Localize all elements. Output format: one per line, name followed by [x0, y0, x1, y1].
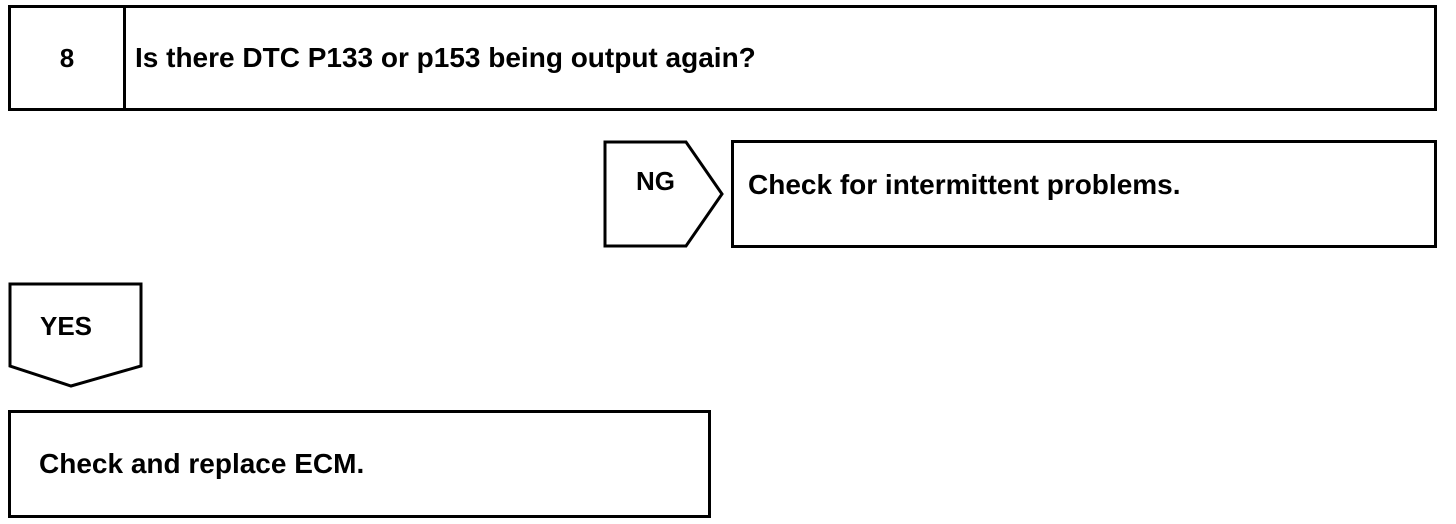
- ng-arrow-shape: [603, 140, 724, 248]
- step-box: 8 Is there DTC P133 or p153 being output…: [8, 5, 1437, 111]
- yes-result-text: Check and replace ECM.: [39, 448, 365, 479]
- step-question: Is there DTC P133 or p153 being output a…: [135, 42, 756, 73]
- step-number: 8: [11, 8, 126, 108]
- yes-arrow-shape: [8, 282, 143, 388]
- ng-result-box: Check for intermittent problems.: [731, 140, 1437, 248]
- ng-result-text: Check for intermittent problems.: [748, 169, 1181, 200]
- yes-result-box: Check and replace ECM.: [8, 410, 711, 518]
- ng-label: NG: [636, 166, 675, 196]
- yes-label: YES: [40, 311, 93, 341]
